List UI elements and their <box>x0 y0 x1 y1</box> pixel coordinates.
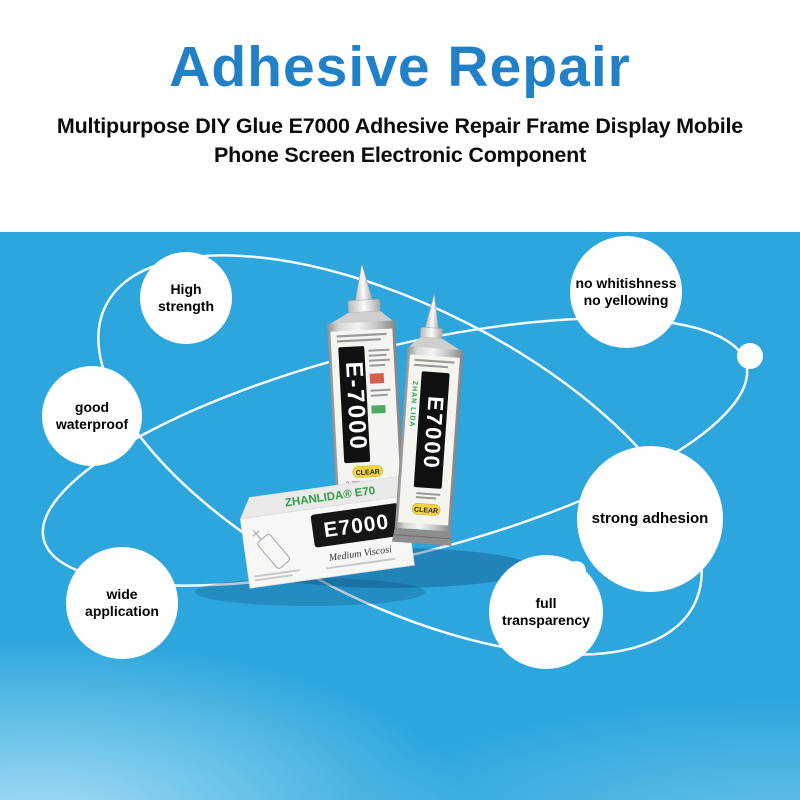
subtitle-line-1: Multipurpose DIY Glue E7000 Adhesive Rep… <box>56 114 744 138</box>
subtitle: Multipurpose DIY Glue E7000 Adhesive Rep… <box>0 112 800 170</box>
page-title: Adhesive Repair <box>169 35 631 99</box>
feature-text: strong adhesion <box>591 509 709 527</box>
header: Adhesive Repair Multipurpose DIY Glue E7… <box>0 0 800 232</box>
feature-bubble-strong-adhesion: strong adhesion <box>577 446 723 592</box>
subtitle-line-2: Phone Screen Electronic Component <box>213 143 587 167</box>
